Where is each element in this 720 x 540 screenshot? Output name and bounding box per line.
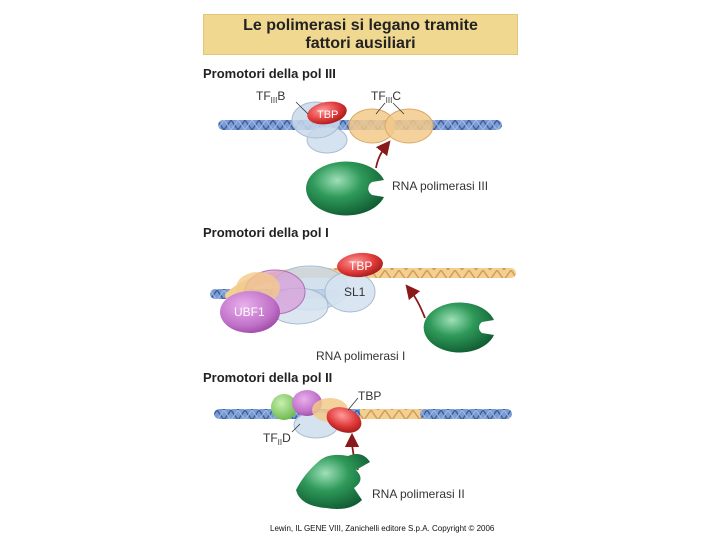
- pol3-tfiiic-pointer-a: [375, 102, 386, 115]
- title-box: Le polimerasi si legano tramite fattori …: [203, 14, 518, 55]
- credit-line: Lewin, IL GENE VIII, Zanichelli editore …: [270, 524, 495, 533]
- pol1-arrow: [405, 284, 426, 319]
- pol1-sl1-label: SL1: [344, 285, 366, 299]
- pol3-tfiiic-pointer-b: [392, 102, 405, 115]
- heading-pol3: Promotori della pol III: [203, 66, 336, 81]
- title-line2: fattori ausiliari: [305, 35, 416, 52]
- pol1-ubf1: [220, 291, 280, 333]
- pol3-arrow: [375, 140, 391, 169]
- pol2-tbp: [326, 407, 362, 433]
- pol2-enzyme-label: RNA polimerasi II: [372, 487, 465, 501]
- pol3-tfiiic-b: [384, 108, 434, 144]
- pol1-diagram: TBP SL1 UBF1 RNA polimerasi I: [210, 252, 516, 363]
- heading-pol1: Promotori della pol I: [203, 225, 329, 240]
- pol3-tfiiic-label: TFIIIC: [371, 89, 401, 105]
- pol2-dna-transcribed: [360, 409, 426, 419]
- pol2-tfiid-pointer: [291, 423, 301, 433]
- heading-pol2: Promotori della pol II: [203, 370, 333, 385]
- pol2-diagram: TBP TFIID RNA polimerasi II: [214, 389, 512, 509]
- title-line1: Le polimerasi si legano tramite: [243, 17, 478, 34]
- pol2-tbp-pointer: [347, 397, 359, 411]
- pol3-tbp-label: TBP: [317, 109, 338, 121]
- pol2-tfiid-light-green: [271, 394, 297, 420]
- pol3-polymerase: [306, 161, 384, 216]
- pol2-dna-end: [420, 409, 512, 419]
- pol1-polymerase: [423, 302, 494, 353]
- pol2-polymerase: [296, 454, 370, 509]
- pol2-tbp-label: TBP: [358, 389, 381, 403]
- pol1-ubf1-label: UBF1: [234, 305, 265, 319]
- pol1-tbp-label: TBP: [349, 259, 372, 273]
- pol1-enzyme-label: RNA polimerasi I: [316, 349, 405, 363]
- pol3-diagram: TBP TFIIIB TFIIIC RNA polimerasi III: [218, 89, 502, 216]
- pol3-enzyme-label: RNA polimerasi III: [392, 179, 488, 193]
- pol3-tfiiib-pointer: [295, 101, 309, 115]
- pol3-tbp: [307, 101, 347, 125]
- pol3-tfiiib-label: TFIIIB: [256, 89, 285, 105]
- pol2-tfiid-label: TFIID: [263, 431, 291, 447]
- pol1-tbp: [337, 252, 383, 278]
